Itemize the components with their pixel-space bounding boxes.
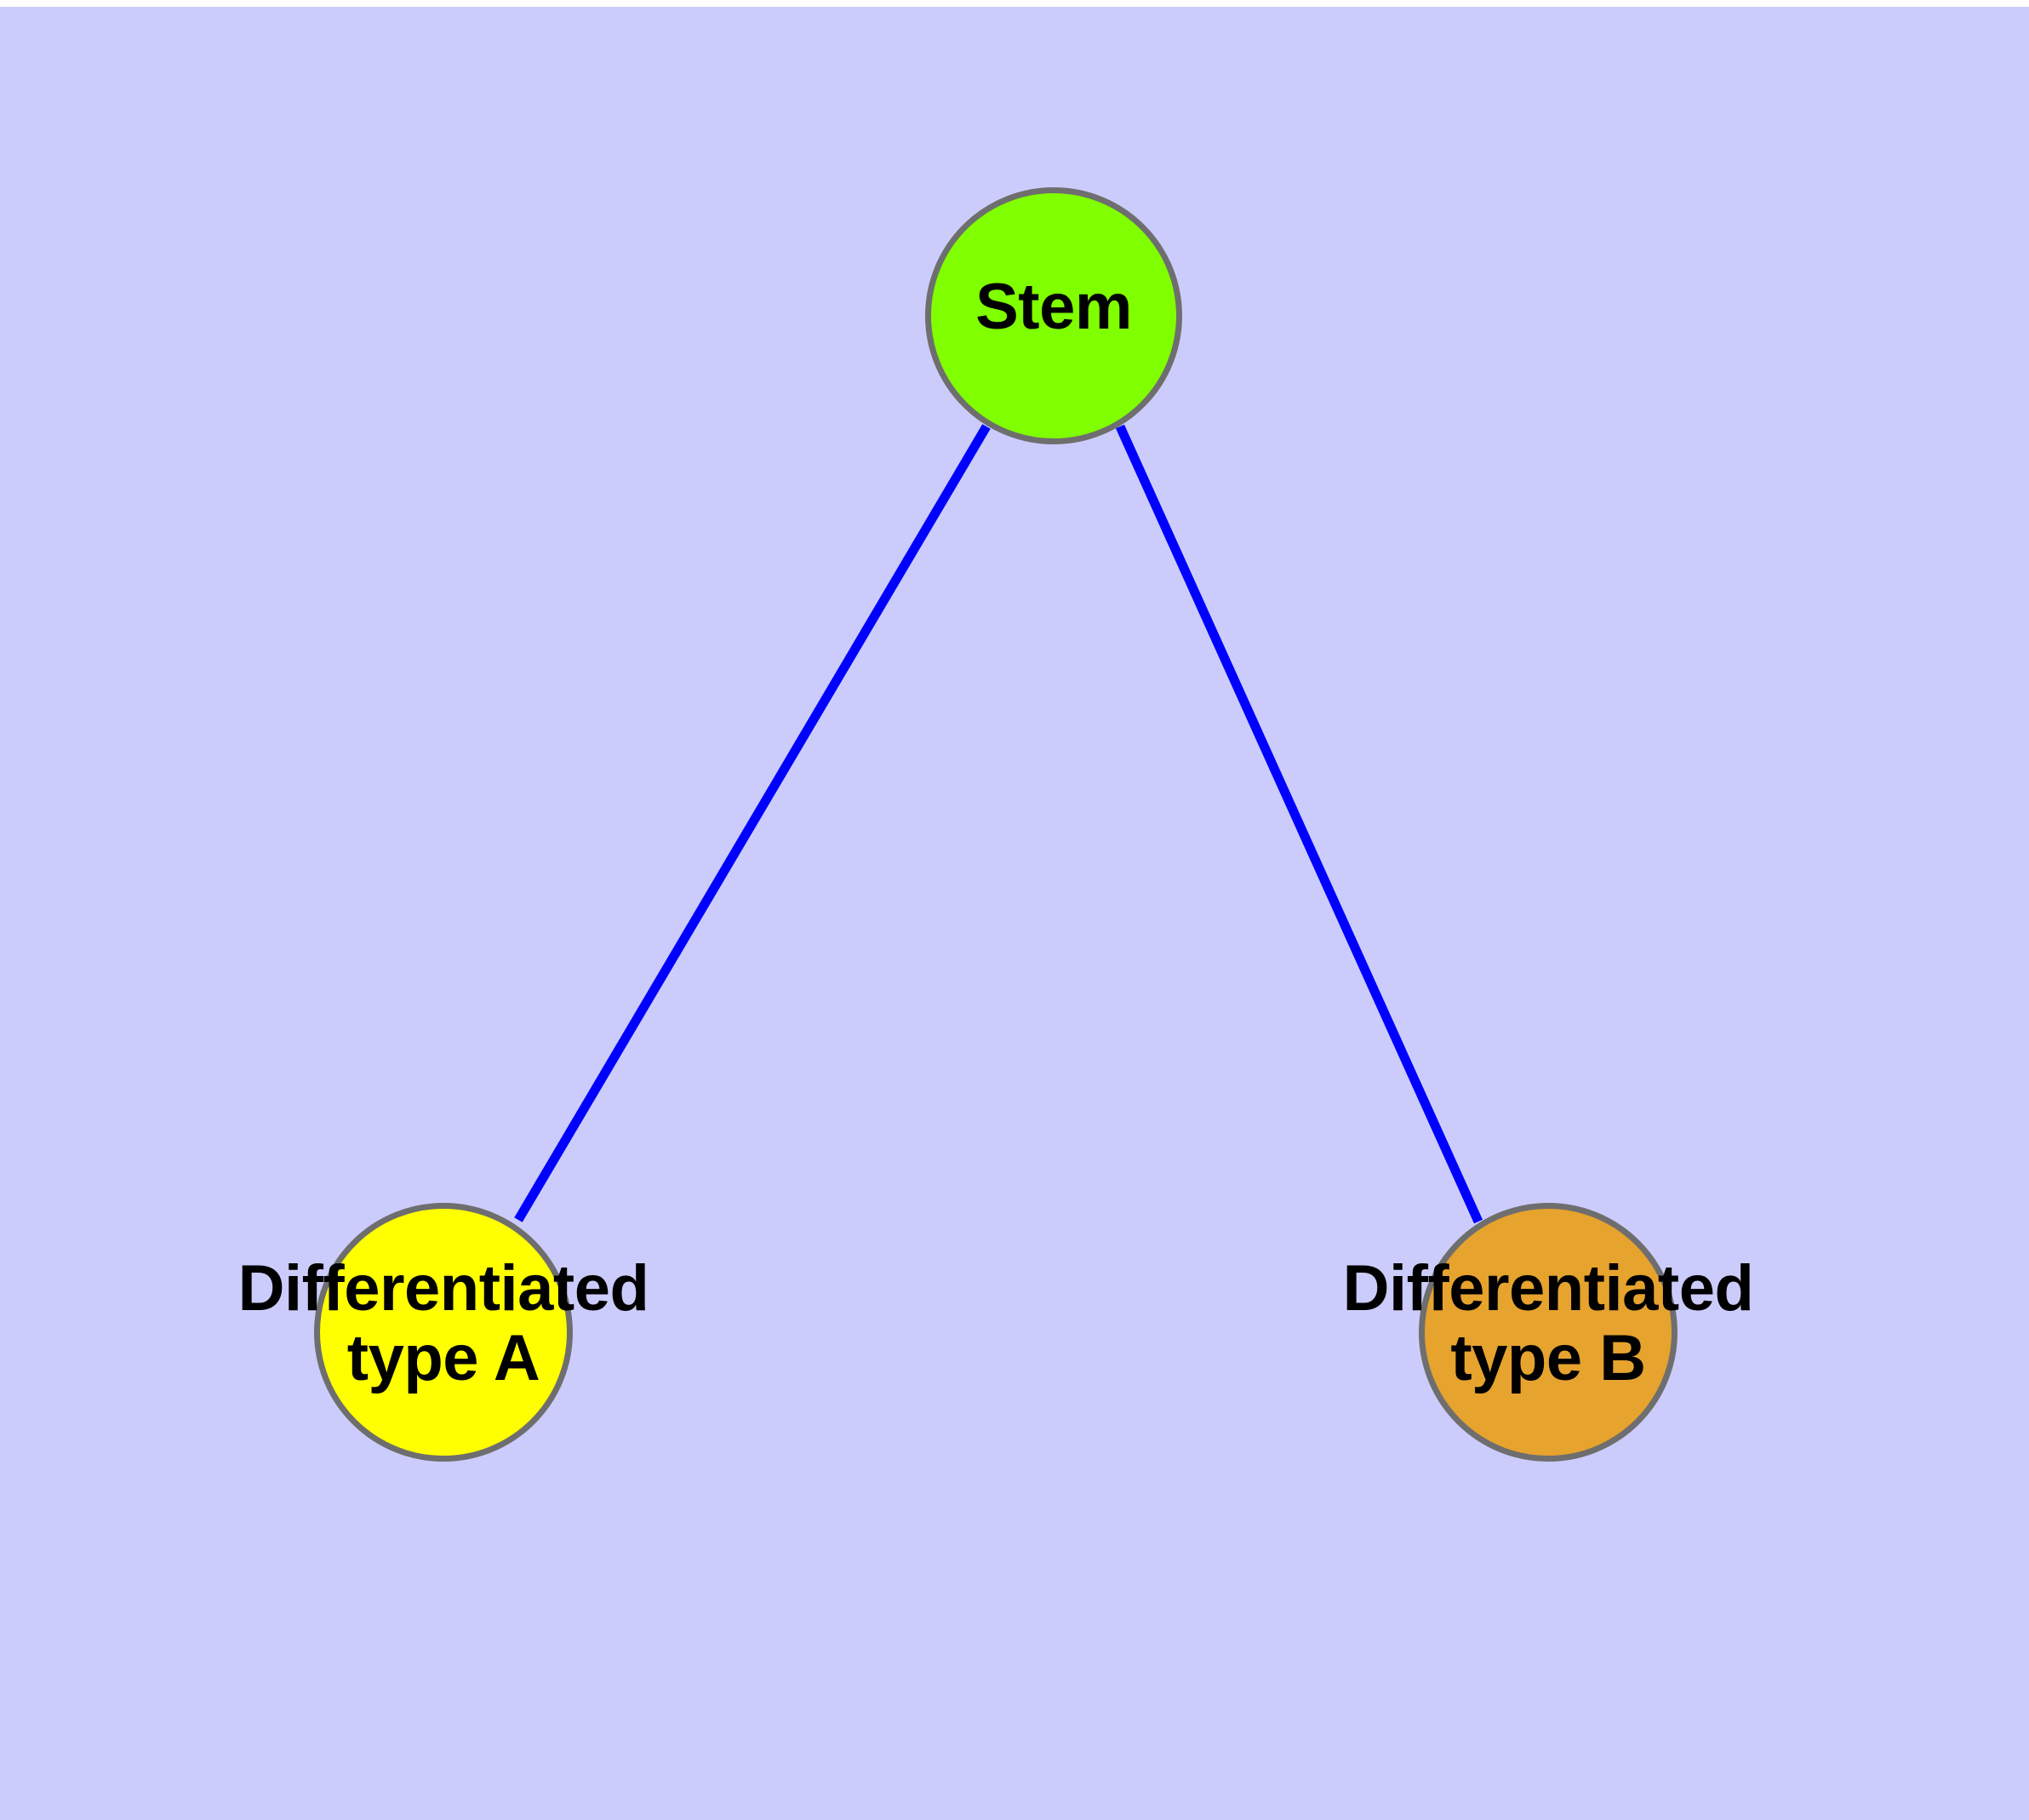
node-differentiated-type-b[interactable] [1419, 1203, 1677, 1462]
edge-layer [514, 424, 1483, 1224]
edge-stem-to-differentiated-type-b[interactable] [1115, 424, 1483, 1224]
node-stem[interactable] [925, 187, 1182, 444]
node-differentiated-type-a[interactable] [314, 1203, 573, 1462]
edge-stem-to-differentiated-type-a[interactable] [514, 424, 991, 1222]
graph-plot-area: Stem Differentiated type A Differentiate… [0, 7, 2029, 1820]
node-layer: Stem Differentiated type A Differentiate… [0, 7, 2029, 1820]
